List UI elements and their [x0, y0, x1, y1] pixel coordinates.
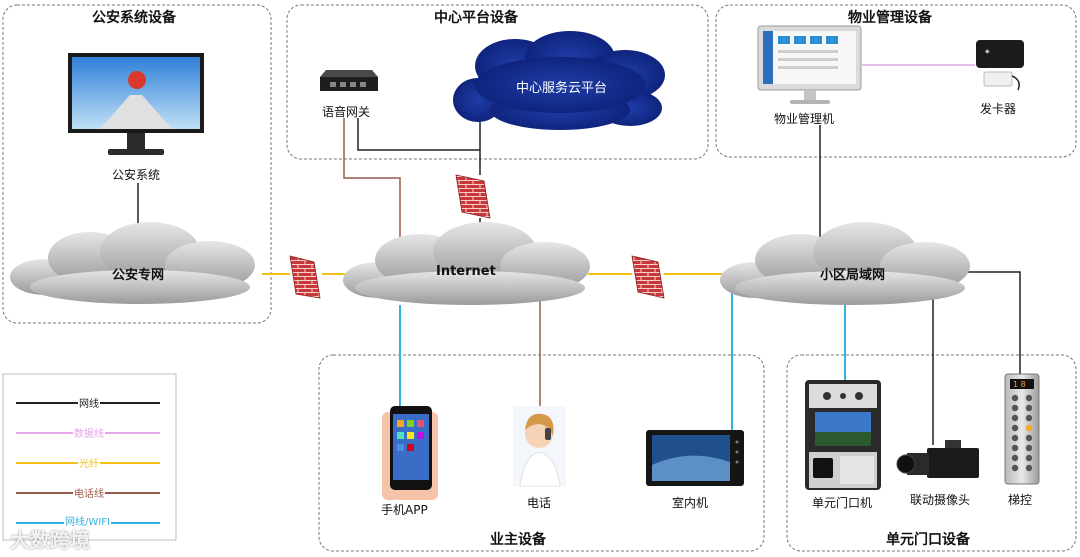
elevator-button [1025, 394, 1033, 402]
cloud-label-internet: Internet [436, 264, 496, 279]
cloud-label-platform: 中心服务云平台 [516, 81, 608, 96]
group-title-police: 公安系统设备 [92, 10, 176, 26]
firewall-icon [631, 255, 665, 299]
elevator-button [1011, 434, 1019, 442]
device-label-elevator: 梯控 [1008, 493, 1033, 507]
elevator-button [1025, 404, 1033, 412]
legend-label-data: 数据线 [73, 425, 105, 440]
cloud-internet [343, 222, 590, 305]
legend-label-phone: 电话线 [73, 485, 105, 500]
elevator-control-icon: 1 8 [1004, 373, 1040, 485]
svg-text:◆: ◆ [985, 48, 990, 55]
elevator-button [1025, 454, 1033, 462]
group-box-property [715, 4, 1077, 158]
device-label-mobile-app: 手机APP [381, 503, 428, 517]
device-label-card-issuer: 发卡器 [980, 102, 1017, 116]
watermark-text: 大数跨境 [10, 528, 90, 552]
group-title-owner: 业主设备 [490, 532, 546, 548]
group-box-unit [786, 354, 1077, 552]
door-station-icon [805, 380, 881, 490]
device-label-voice-gateway: 语音网关 [322, 105, 371, 119]
elevator-button [1025, 434, 1033, 442]
police-monitor-icon [68, 53, 204, 155]
network-lan-to-elevator [968, 271, 1021, 375]
legend-label-fiber: 光纤 [78, 455, 100, 470]
svg-text:1 8: 1 8 [1013, 380, 1026, 389]
elevator-button [1011, 464, 1019, 472]
group-box-owner [318, 354, 765, 552]
group-box-police [2, 4, 272, 324]
device-label-property-pc: 物业管理机 [774, 112, 835, 126]
cloud-label-community-lan: 小区局域网 [820, 268, 886, 283]
cloud-community-lan [720, 222, 970, 305]
device-label-phone: 电话 [527, 496, 552, 510]
legend-label-wifi: 网线/WIFI [64, 513, 111, 528]
firewall-icon [289, 255, 321, 299]
phoneline-gateway-to-internet [343, 118, 401, 246]
cloud-label-police-net: 公安专网 [112, 268, 165, 283]
indoor-unit-icon [646, 430, 744, 486]
elevator-button [1025, 444, 1033, 452]
elevator-button [1011, 444, 1019, 452]
elevator-button [1011, 394, 1019, 402]
elevator-button [1011, 454, 1019, 462]
group-title-unit: 单元门口设备 [886, 532, 970, 548]
card-issuer-icon: ◆ [976, 40, 1024, 91]
group-box-center [286, 4, 709, 160]
camera-icon [896, 440, 979, 478]
group-title-property: 物业管理设备 [848, 10, 932, 26]
device-label-door-station: 单元门口机 [812, 496, 873, 510]
wifi-lan-to-indoor [731, 292, 743, 433]
elevator-button [1025, 424, 1033, 432]
group-title-center: 中心平台设备 [434, 10, 518, 26]
property-pc-icon [757, 25, 862, 104]
device-label-camera: 联动摄像头 [910, 493, 971, 507]
elevator-button [1025, 414, 1033, 422]
firewall-icon [455, 174, 491, 219]
voice-gateway-icon [320, 70, 378, 91]
device-label-police-system: 公安系统 [112, 168, 161, 182]
device-label-indoor-unit: 室内机 [672, 496, 709, 510]
phone-user-icon [513, 406, 566, 487]
network-gateway-to-cloud [357, 118, 481, 151]
mobile-phone-icon [382, 406, 438, 500]
elevator-button [1011, 404, 1019, 412]
cloud-platform [453, 31, 665, 130]
elevator-buttons [1011, 394, 1033, 472]
legend-label-network: 网线 [78, 395, 100, 410]
cloud-police-net [10, 222, 255, 304]
elevator-button [1011, 414, 1019, 422]
elevator-button [1025, 464, 1033, 472]
elevator-button [1011, 424, 1019, 432]
